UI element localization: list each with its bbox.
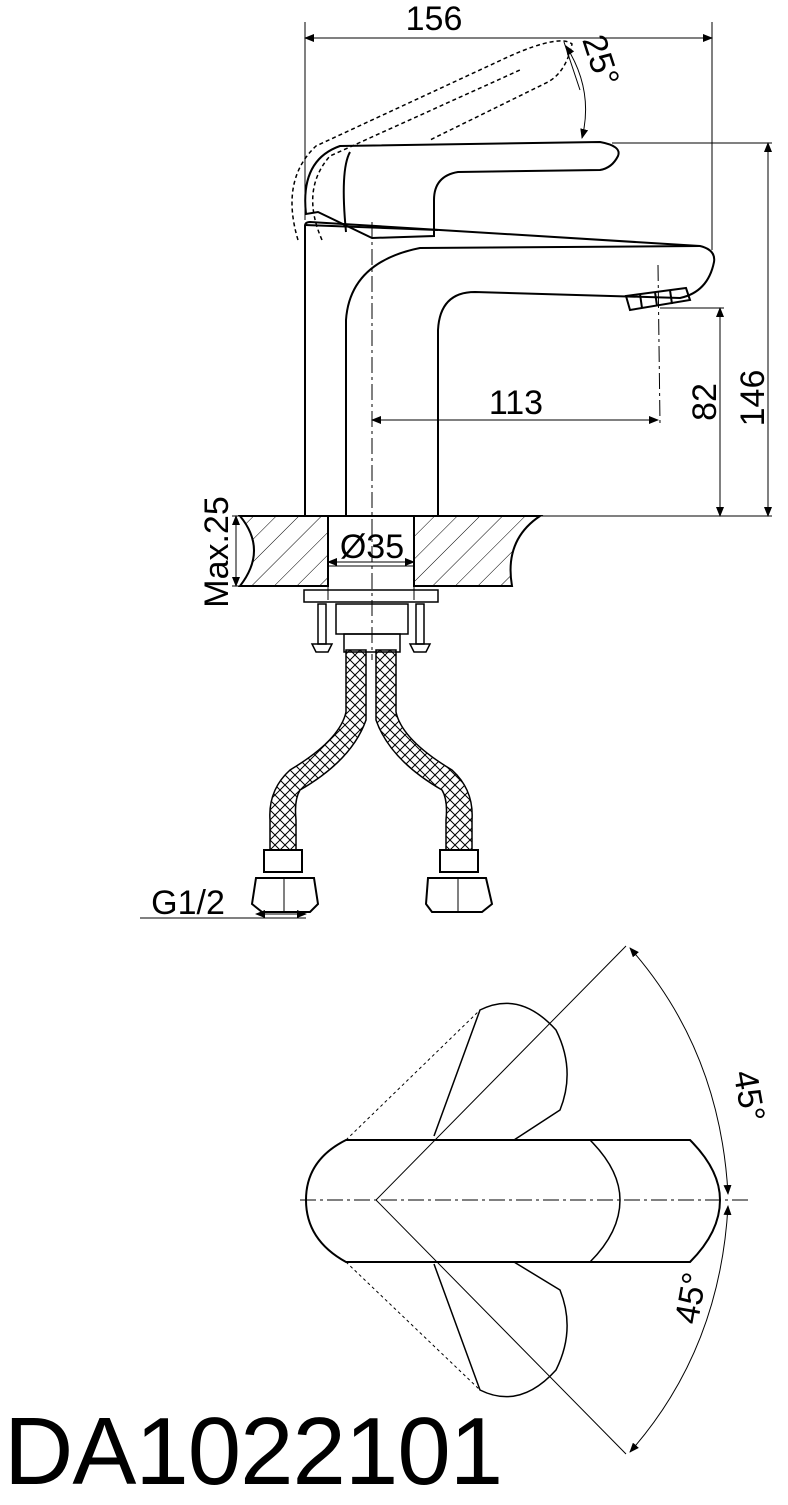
deck-right	[413, 515, 544, 587]
side-view	[237, 40, 716, 913]
dim-connection-thread: G1/2	[151, 884, 225, 922]
handle-lifted	[291, 40, 573, 241]
model-number: DA1022101	[4, 1398, 503, 1505]
dim-base-diameter: Ø35	[340, 528, 404, 566]
faucet-body	[304, 220, 716, 516]
dim-overall-length: 156	[406, 0, 463, 38]
handle-rotated-down	[433, 1261, 568, 1398]
hose-right	[375, 649, 473, 851]
dim-total-height: 146	[734, 370, 772, 427]
dim-rotation-left: 45°	[726, 1067, 772, 1124]
body-top	[304, 1139, 722, 1263]
handle-top	[346, 1139, 621, 1263]
dim-max-deck-thickness: Max.25	[198, 496, 236, 608]
faucet-body-inner	[345, 245, 701, 516]
dim-rotation-right: 45°	[668, 1269, 714, 1326]
nut-right	[424, 877, 494, 913]
dim-spout-reach: 113	[489, 384, 543, 422]
nut-left	[250, 877, 320, 913]
top-view	[300, 945, 748, 1455]
handle-rotated-up	[433, 1002, 568, 1141]
dim-outlet-height: 82	[686, 383, 724, 421]
hose-left	[269, 649, 367, 851]
aerator	[624, 286, 692, 312]
deck-left	[237, 515, 329, 587]
mounting-hardware	[303, 589, 439, 653]
handle	[304, 140, 620, 240]
dimension-lines	[140, 22, 772, 919]
